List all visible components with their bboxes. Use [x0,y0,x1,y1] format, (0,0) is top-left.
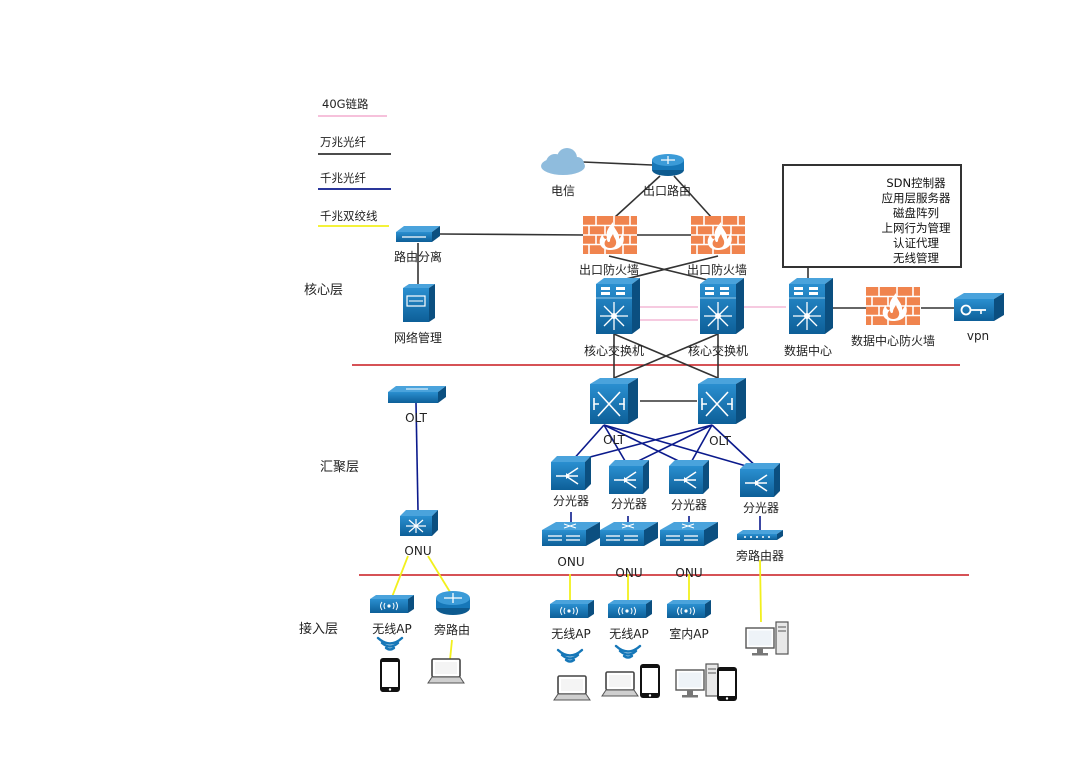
forty-gig-links [636,306,786,321]
wifi-icon [556,648,584,663]
wireless-ap-label: 无线AP [609,627,649,641]
exit-router-label: 出口路由 [642,184,692,198]
sdn-services-list: SDN控制器 应用层服务器 磁盘阵列 上网行为管理 认证代理 无线管理 [868,176,964,266]
splitter-icon [608,459,650,495]
onu-label: ONU [615,566,643,580]
bypass-router-label: 旁路由 [433,623,471,637]
laptop-icon [553,675,591,701]
splitter-icon [550,455,592,491]
bypass-router-label: 旁路由器 [735,549,785,563]
legend-lines [318,115,391,227]
vpn-icon [954,293,1004,321]
telecom-label: 电信 [550,184,576,198]
router-icon [436,591,470,615]
sdn-service-item: 无线管理 [893,251,939,265]
phone-icon [380,658,400,692]
switch-icon [396,226,440,242]
olt-icon [589,377,639,425]
onu-label: ONU [675,566,703,580]
core-layer-label: 核心层 [304,283,344,298]
firewall-icon [582,215,638,255]
splitter-label: 分光器 [552,494,590,508]
sdn-service-item: 上网行为管理 [881,221,951,235]
olt-icon [697,377,747,425]
bypass-router-icon [737,530,783,540]
sdn-service-item: 认证代理 [893,236,939,250]
legend-1g-fiber-label: 千兆光纤 [320,171,366,185]
onu-icon [400,510,438,536]
splitter-icon [668,459,710,495]
access-layer-label: 接入层 [299,622,339,637]
olt-label: OLT [603,433,625,447]
cloud-icon [541,148,585,175]
firewall-icon [690,215,746,255]
vpn-label: vpn [966,329,990,343]
wireless-ap-label: 无线AP [551,627,591,641]
exit-firewall-label: 出口防火墙 [686,263,748,277]
wireless-ap-label: 无线AP [372,622,412,636]
core-switch-label: 核心交换机 [687,344,749,358]
network-mgmt-label: 网络管理 [393,331,443,345]
olt-icon [388,386,446,403]
sdn-services-panel [782,164,962,268]
sdn-service-item: 磁盘阵列 [893,206,939,220]
ten-gig-links [417,161,954,402]
core-switch-label: 核心交换机 [583,344,645,358]
legend-10g-fiber-label: 万兆光纤 [320,135,366,149]
onu-icon [599,521,659,547]
exit-firewall-label: 出口防火墙 [578,263,640,277]
wireless-ap-icon [369,594,415,614]
sdn-service-item: 应用层服务器 [881,191,951,205]
server-icon [403,284,435,322]
desktop-icon [675,663,719,699]
onu-icon [659,521,719,547]
splitter-icon [739,462,781,498]
onu-label: ONU [404,544,432,558]
data-center-label: 数据中心 [783,344,833,358]
phone-icon [640,664,660,698]
gig-fiber-links [415,402,761,530]
sdn-service-item: SDN控制器 [886,176,946,190]
onu-icon [541,521,601,547]
indoor-ap-icon [666,599,712,619]
olt-label: OLT [709,434,731,448]
route-split-label: 路由分离 [393,250,443,264]
firewall-icon [865,286,921,326]
twisted-pair-links [391,555,762,661]
core-switch-icon [788,277,834,335]
splitter-label: 分光器 [610,497,648,511]
wifi-icon [376,636,404,651]
router-icon [652,154,684,176]
core-switch-icon [595,277,641,335]
onu-label: ONU [557,555,585,569]
dc-firewall-label: 数据中心防火墙 [850,334,936,348]
laptop-icon [601,671,639,697]
wireless-ap-icon [607,599,653,619]
indoor-ap-label: 室内AP [669,627,709,641]
desktop-icon [745,621,789,657]
wifi-icon [614,644,642,659]
olt-label: OLT [405,411,427,425]
legend-40g-label: 40G链路 [322,97,369,111]
splitter-label: 分光器 [670,498,708,512]
legend-twisted-pair-label: 千兆双绞线 [320,209,378,223]
wireless-ap-icon [549,599,595,619]
core-switch-icon [699,277,745,335]
phone-icon [717,667,737,701]
splitter-label: 分光器 [742,501,780,515]
aggregation-layer-label: 汇聚层 [320,460,360,475]
laptop-icon [427,658,465,684]
